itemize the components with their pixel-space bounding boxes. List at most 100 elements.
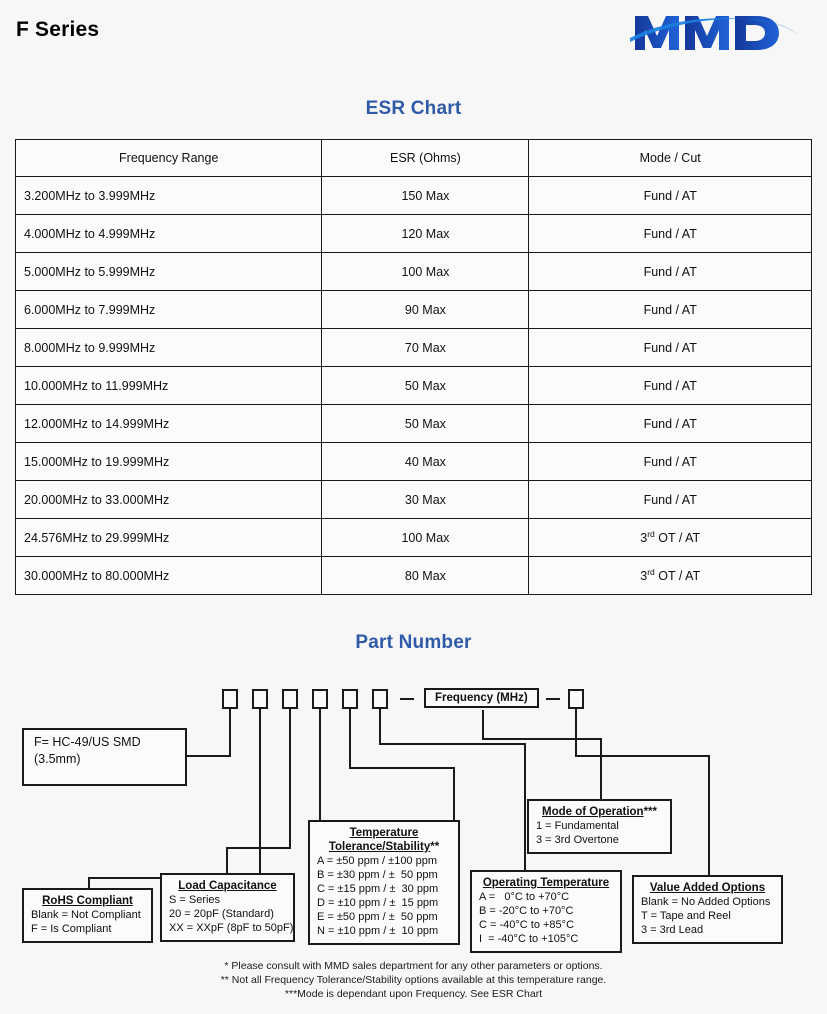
operating-temperature-line-1: A = 0°C to +70°C xyxy=(479,891,570,903)
pn-separator-1 xyxy=(400,698,414,700)
load-capacitance-line-1: S = Series xyxy=(169,894,221,906)
callout-load-capacitance: Load Capacitance S = Series 20 = 20pF (S… xyxy=(160,873,295,942)
callout-operating-temperature: Operating Temperature A = 0°C to +70°C B… xyxy=(470,870,622,953)
leader-slot1-h xyxy=(186,755,231,757)
leader-slot3-v2 xyxy=(226,847,228,875)
pn-slot-6[interactable] xyxy=(372,689,388,709)
cell-frequency-range: 3.200MHz to 3.999MHz xyxy=(14,176,323,215)
mmd-logo xyxy=(630,16,798,50)
cell-frequency-range: 4.000MHz to 4.999MHz xyxy=(14,214,323,253)
leader-slot6-v1 xyxy=(379,709,381,745)
temperature-heading-line-2: Tolerance/Stability** xyxy=(328,841,440,853)
cell-esr: 90 Max xyxy=(321,290,530,329)
column-header-esr: ESR (Ohms) xyxy=(321,139,530,177)
leader-slot7-h xyxy=(575,755,710,757)
rohs-line-2: F = Is Compliant xyxy=(31,923,112,935)
value-added-options-line-1: Blank = No Added Options xyxy=(641,896,771,908)
load-capacitance-line-2: 20 = 20pF (Standard) xyxy=(169,908,274,920)
leader-slot6-h xyxy=(379,743,526,745)
leader-mode-h xyxy=(482,738,602,740)
cell-frequency-range: 30.000MHz to 80.000MHz xyxy=(14,556,323,595)
leader-mode-v2 xyxy=(600,738,602,801)
cell-esr: 30 Max xyxy=(321,480,530,519)
cell-mode-cut: Fund / AT xyxy=(528,214,812,253)
footnotes: * Please consult with MMD sales departme… xyxy=(0,959,827,1001)
value-added-options-line-2: T = Tape and Reel xyxy=(641,910,731,922)
cell-mode-cut: Fund / AT xyxy=(528,290,812,329)
pn-separator-2 xyxy=(546,698,560,700)
temperature-line-5: E = ±50 ppm / ± 50 ppm xyxy=(317,911,438,923)
cell-mode-cut: Fund / AT xyxy=(528,366,812,405)
leader-slot7-v2 xyxy=(708,755,710,877)
cell-mode-cut: Fund / AT xyxy=(528,328,812,367)
temperature-line-3: C = ±15 ppm / ± 30 ppm xyxy=(317,883,439,895)
pn-slot-1[interactable] xyxy=(222,689,238,709)
leader-slot2-v2 xyxy=(88,877,90,890)
pn-slot-4[interactable] xyxy=(312,689,328,709)
leader-slot3-h xyxy=(226,847,291,849)
leader-slot6-v2 xyxy=(524,743,526,872)
leader-mode-v1 xyxy=(482,710,484,740)
esr-table: Frequency Range ESR (Ohms) Mode / Cut 3.… xyxy=(14,139,812,595)
value-added-options-line-3: 3 = 3rd Lead xyxy=(641,924,704,936)
load-capacitance-line-3: XX = XXpF (8pF to 50pF) xyxy=(169,922,294,934)
pn-slot-5[interactable] xyxy=(342,689,358,709)
leader-slot4-v xyxy=(319,709,321,822)
temperature-line-6: N = ±10 ppm / ± 10 ppm xyxy=(317,925,439,937)
cell-esr: 100 Max xyxy=(321,252,530,291)
callout-rohs-compliant: RoHS Compliant Blank = Not Compliant F =… xyxy=(22,888,153,943)
callout-mode-of-operation: Mode of Operation*** 1 = Fundamental 3 =… xyxy=(527,799,672,854)
part-number-title: Part Number xyxy=(355,632,472,653)
cell-frequency-range: 24.576MHz to 29.999MHz xyxy=(14,518,323,557)
cell-frequency-range: 10.000MHz to 11.999MHz xyxy=(14,366,323,405)
leader-slot7-v1 xyxy=(575,709,577,757)
package-line-2: (3.5mm) xyxy=(34,752,81,766)
pn-slot-7[interactable] xyxy=(568,689,584,709)
cell-esr: 150 Max xyxy=(321,176,530,215)
cell-frequency-range: 5.000MHz to 5.999MHz xyxy=(14,252,323,291)
cell-mode-cut: Fund / AT xyxy=(528,252,812,291)
cell-esr: 70 Max xyxy=(321,328,530,367)
cell-frequency-range: 15.000MHz to 19.999MHz xyxy=(14,442,323,481)
column-header-frequency: Frequency Range xyxy=(14,139,323,177)
footnote-3: ***Mode is dependant upon Frequency. See… xyxy=(284,988,543,1000)
temperature-heading-line-1: Temperature xyxy=(349,827,419,839)
temperature-line-2: B = ±30 ppm / ± 50 ppm xyxy=(317,869,438,881)
callout-temperature-tolerance: Temperature Tolerance/Stability** A = ±5… xyxy=(308,820,460,945)
callout-package: F= HC-49/US SMD (3.5mm) xyxy=(22,728,187,786)
part-number-diagram: Frequency (MHz) F= HC-49/US SMD (3.5mm) … xyxy=(0,660,827,960)
cell-frequency-range: 6.000MHz to 7.999MHz xyxy=(14,290,323,329)
column-header-mode: Mode / Cut xyxy=(528,139,812,177)
cell-mode-cut: Fund / AT xyxy=(528,176,812,215)
cell-frequency-range: 12.000MHz to 14.999MHz xyxy=(14,404,323,443)
mode-of-operation-heading: Mode of Operation*** xyxy=(541,806,658,818)
leader-slot1-v xyxy=(229,709,231,757)
mode-of-operation-line-2: 3 = 3rd Overtone xyxy=(536,834,619,846)
cell-mode-cut: 3rd OT / AT xyxy=(528,518,812,557)
pn-slot-3[interactable] xyxy=(282,689,298,709)
esr-chart-title: ESR Chart xyxy=(365,98,462,119)
leader-slot3-v1 xyxy=(289,709,291,849)
cell-esr: 80 Max xyxy=(321,556,530,595)
pn-frequency-box[interactable]: Frequency (MHz) xyxy=(424,688,539,708)
footnote-1: * Please consult with MMD sales departme… xyxy=(224,960,603,972)
cell-mode-cut: Fund / AT xyxy=(528,480,812,519)
temperature-line-1: A = ±50 ppm / ±100 ppm xyxy=(317,855,438,867)
callout-value-added-options: Value Added Options Blank = No Added Opt… xyxy=(632,875,783,944)
pn-slot-2[interactable] xyxy=(252,689,268,709)
cell-esr: 100 Max xyxy=(321,518,530,557)
mode-of-operation-line-1: 1 = Fundamental xyxy=(536,820,619,832)
cell-mode-cut: Fund / AT xyxy=(528,442,812,481)
cell-esr: 50 Max xyxy=(321,404,530,443)
